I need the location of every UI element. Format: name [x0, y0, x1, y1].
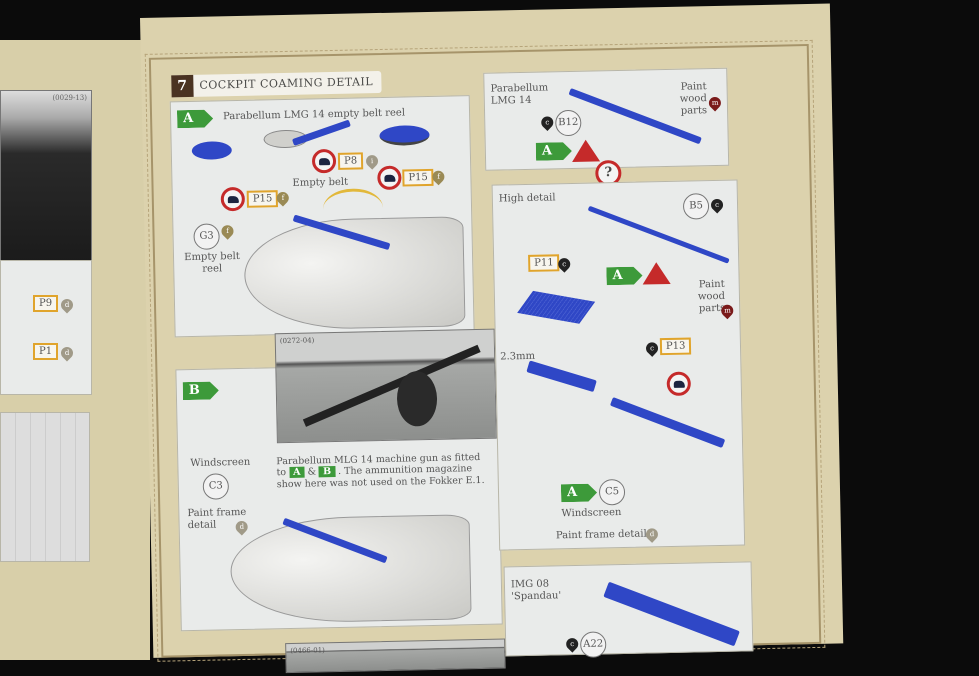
panel-high-detail: High detail B5 c P11 c A Paint wood part…	[491, 179, 746, 551]
inline-tag-b: B	[318, 466, 336, 478]
photo-ref: (0029-13)	[52, 94, 87, 102]
cockpit-fuselage	[229, 514, 472, 625]
machine-gun	[603, 581, 740, 647]
machine-gun	[587, 205, 730, 264]
photo-ref: (0272-04)	[279, 336, 315, 346]
paint-drop-icon: c	[643, 339, 661, 357]
right-page: 7 COCKPIT COAMING DETAIL A Parabellum LM…	[140, 3, 844, 674]
belt-reel-part	[379, 124, 430, 147]
part-callout-circle: C5	[598, 478, 626, 506]
caption-text: &	[307, 466, 317, 478]
belt-reel-part	[191, 141, 232, 160]
gun-photo: (0272-04)	[274, 328, 497, 444]
bottom-photo: (0466-01)	[285, 638, 506, 674]
part-callout-circle: B12	[555, 109, 582, 137]
title-line: IMG 08	[510, 578, 550, 591]
warning-icon	[642, 261, 671, 285]
empty-belt-label: Empty belt	[292, 176, 349, 189]
paint-drop-icon: f	[219, 222, 236, 240]
step-number: 7	[171, 74, 194, 98]
gun-in-photo	[302, 344, 481, 427]
variant-tag-a: A	[606, 267, 642, 286]
panel-a-title: Parabellum LMG 14 empty belt reel	[222, 107, 406, 123]
left-page: (0029-13) P9 d P1 d	[0, 40, 150, 660]
part-callout: P9	[33, 295, 59, 312]
panel-title: IMG 08'Spandau'	[511, 578, 561, 603]
paint-drop-icon: d	[58, 296, 76, 314]
cooling-jacket-sheet	[517, 290, 596, 324]
windscreen-label: Windscreen	[190, 456, 251, 470]
part-callout-circle: A22	[579, 631, 607, 658]
paint-wood-label: Paint wood parts	[679, 81, 708, 117]
empty-belt-reel-label: Empty belt reel	[184, 250, 240, 275]
part-callout: P8	[337, 152, 364, 170]
step-header: 7 COCKPIT COAMING DETAIL	[171, 70, 382, 98]
variant-tag-a: A	[561, 484, 597, 503]
part-callout: P11	[528, 254, 560, 272]
panel-title: High detail	[498, 192, 556, 205]
part-callout-circle: B5	[682, 193, 710, 220]
variant-tag-b: B	[183, 381, 219, 400]
paint-drop-icon: m	[706, 94, 724, 112]
part-callout: P15	[246, 190, 279, 208]
part-callout: P13	[659, 337, 692, 356]
no-elephant-icon	[311, 148, 337, 174]
left-panel-1: P9 d P1 d	[0, 260, 92, 395]
panel-title: Parabellum LMG 14	[490, 82, 549, 107]
panel-a: A Parabellum LMG 14 empty belt reel P8 i…	[169, 95, 475, 338]
drum-magazine	[396, 370, 438, 427]
inline-tag-a: A	[289, 467, 305, 479]
rolled-jacket	[526, 360, 597, 393]
paint-drop-icon: i	[363, 152, 381, 170]
paint-drop-icon: c	[708, 196, 726, 214]
warning-icon	[571, 139, 601, 162]
paint-drop-icon: c	[538, 114, 556, 131]
step-title: COCKPIT COAMING DETAIL	[199, 75, 374, 92]
left-panel-2	[0, 412, 90, 562]
no-elephant-icon	[220, 186, 246, 212]
part-callout: P1	[33, 343, 59, 360]
no-elephant-icon	[666, 371, 692, 397]
variant-tag-a: A	[536, 142, 572, 161]
left-photo: (0029-13)	[0, 90, 92, 270]
no-elephant-icon	[377, 165, 402, 191]
paint-wood-label: Paint wood parts	[697, 278, 726, 315]
windscreen-label: Windscreen	[561, 507, 622, 520]
photo-caption: Parabellum MLG 14 machine gun as fitted …	[276, 452, 487, 491]
paint-drop-icon: d	[58, 344, 76, 362]
variant-tag-a: A	[177, 109, 213, 128]
panel-img08: IMG 08'Spandau' c A22	[503, 561, 754, 658]
part-callout: P15	[402, 168, 435, 187]
part-callout-circle: G3	[193, 223, 220, 250]
part-callout-circle: C3	[202, 473, 230, 500]
panel-lmg14: Parabellum LMG 14 c B12 A Paint wood par…	[483, 67, 730, 171]
paint-drop-icon: c	[563, 635, 581, 653]
assembled-gun	[609, 397, 726, 449]
title-line: 'Spandau'	[511, 590, 562, 603]
paint-frame-label: Paint frame detail	[555, 528, 647, 542]
